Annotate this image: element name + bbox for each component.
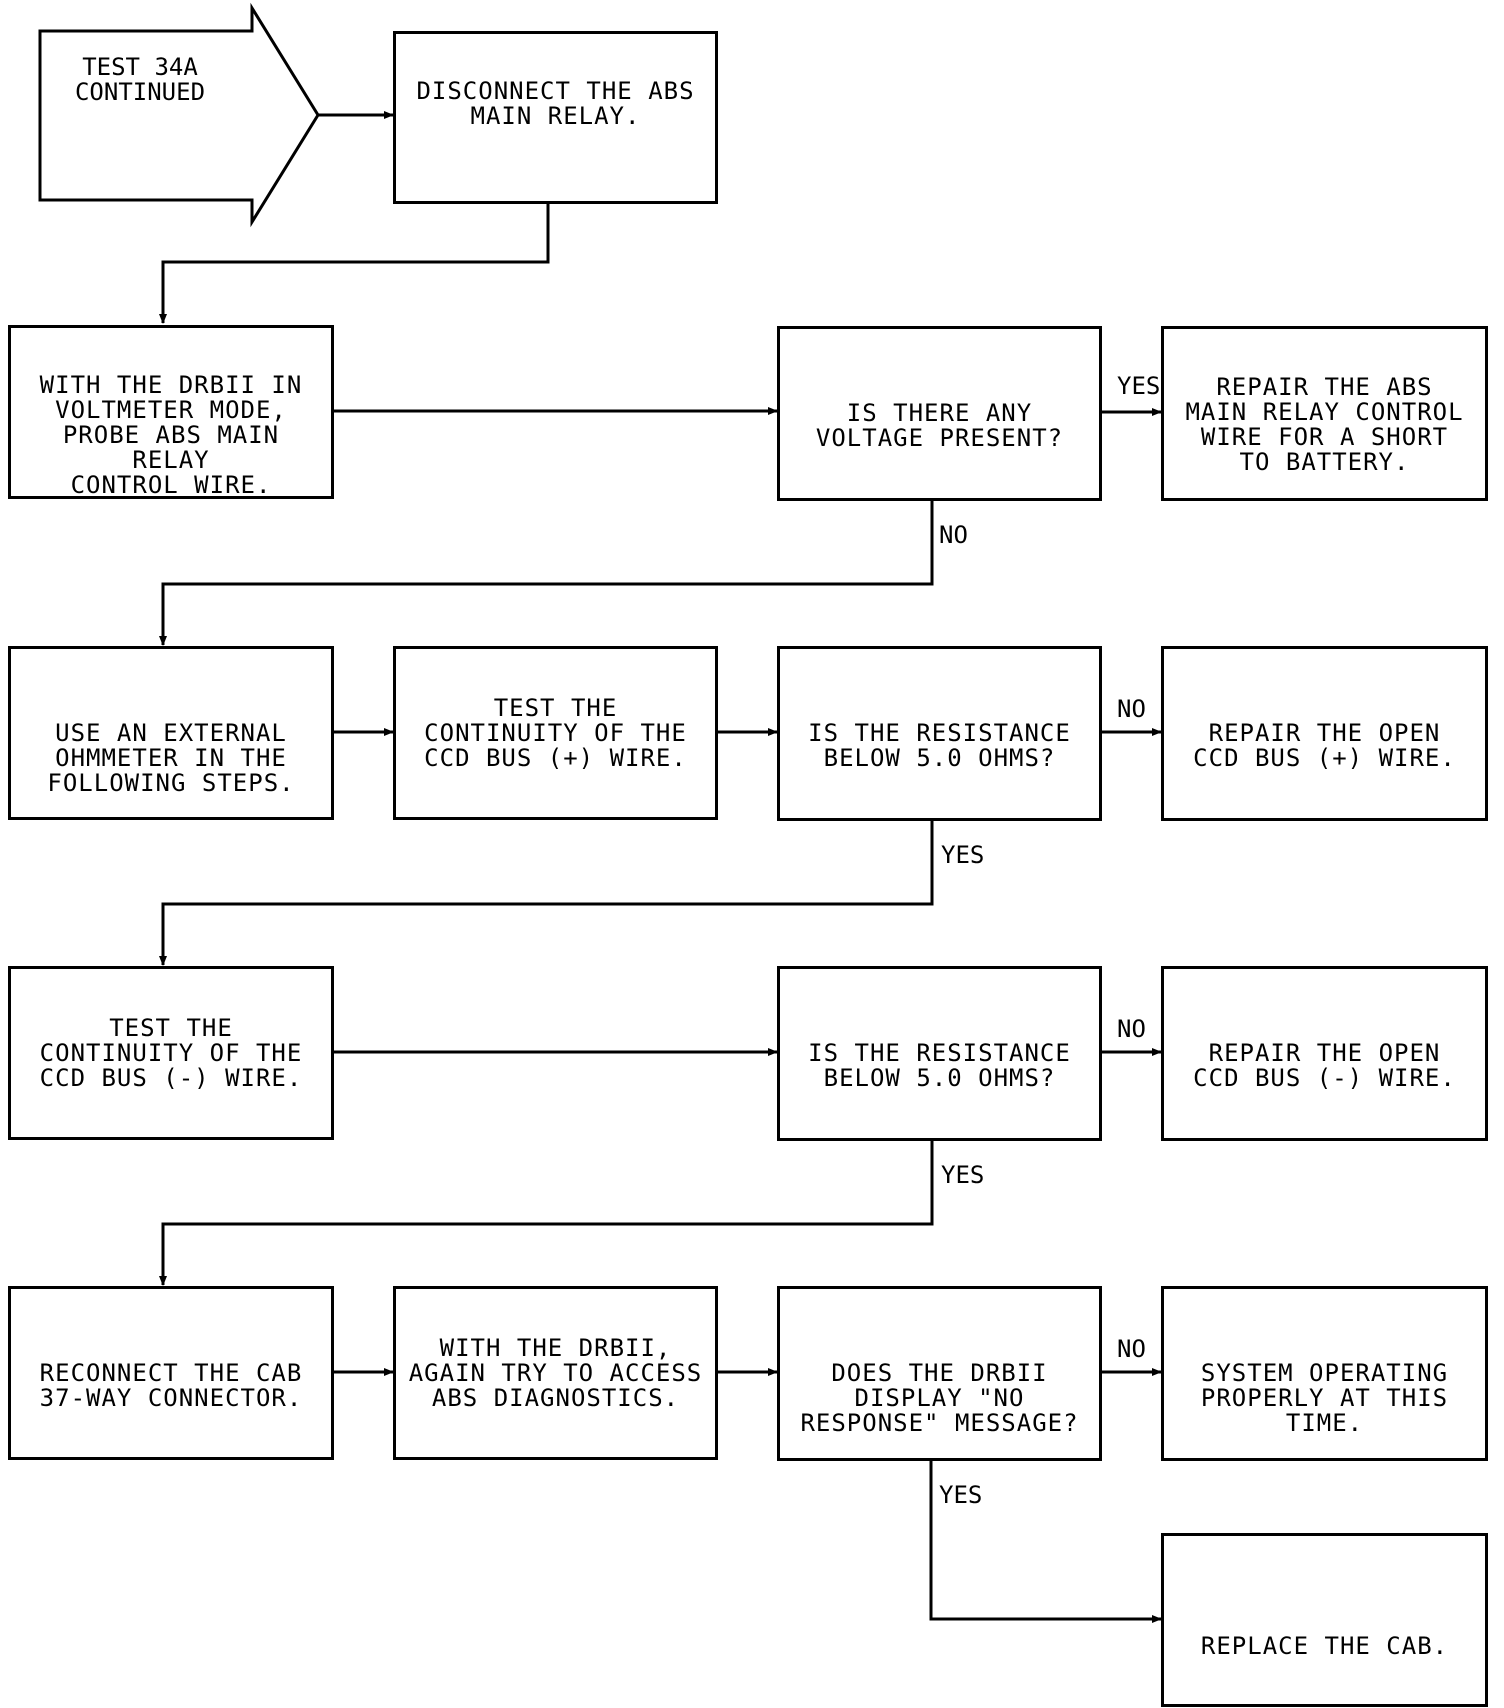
resistance-question-2-text: IS THE RESISTANCE BELOW 5.0 OHMS? bbox=[808, 1039, 1071, 1092]
repair-plus-wire-text: REPAIR THE OPEN CCD BUS (+) WIRE. bbox=[1193, 719, 1456, 772]
test-plus-wire-box: TEST THE CONTINUITY OF THE CCD BUS (+) W… bbox=[393, 646, 718, 820]
repair-short-box: REPAIR THE ABS MAIN RELAY CONTROL WIRE F… bbox=[1161, 326, 1488, 501]
resistance-question-1-text: IS THE RESISTANCE BELOW 5.0 OHMS? bbox=[808, 719, 1071, 772]
repair-short-text: REPAIR THE ABS MAIN RELAY CONTROL WIRE F… bbox=[1185, 373, 1464, 476]
no-response-no-label: NO bbox=[1117, 1335, 1146, 1363]
resistance-question-2-box: IS THE RESISTANCE BELOW 5.0 OHMS? bbox=[777, 966, 1102, 1141]
voltage-no-label: NO bbox=[939, 521, 968, 549]
resistance-question-1-box: IS THE RESISTANCE BELOW 5.0 OHMS? bbox=[777, 646, 1102, 821]
connector-resistance-1-yes bbox=[159, 820, 934, 966]
connector-voltage-no bbox=[159, 500, 934, 646]
test-plus-wire-text: TEST THE CONTINUITY OF THE CCD BUS (+) W… bbox=[424, 694, 687, 772]
no-response-question-box: DOES THE DRBII DISPLAY "NO RESPONSE" MES… bbox=[777, 1286, 1102, 1461]
access-diagnostics-box: WITH THE DRBII, AGAIN TRY TO ACCESS ABS … bbox=[393, 1286, 718, 1460]
access-diagnostics-text: WITH THE DRBII, AGAIN TRY TO ACCESS ABS … bbox=[408, 1334, 703, 1412]
repair-minus-wire-box: REPAIR THE OPEN CCD BUS (-) WIRE. bbox=[1161, 966, 1488, 1141]
reconnect-cab-text: RECONNECT THE CAB 37-WAY CONNECTOR. bbox=[39, 1359, 303, 1412]
connector-no-response-yes bbox=[929, 1460, 1162, 1623]
resistance-1-yes-label: YES bbox=[941, 841, 985, 869]
disconnect-relay-box: DISCONNECT THE ABS MAIN RELAY. bbox=[393, 31, 718, 204]
test-minus-wire-box: TEST THE CONTINUITY OF THE CCD BUS (-) W… bbox=[8, 966, 334, 1140]
voltage-question-text: IS THERE ANY VOLTAGE PRESENT? bbox=[815, 399, 1064, 452]
system-ok-box: SYSTEM OPERATING PROPERLY AT THIS TIME. bbox=[1161, 1286, 1488, 1461]
connector-disconnect-to-probe bbox=[159, 203, 550, 324]
probe-control-wire-text: WITH THE DRBII IN VOLTMETER MODE, PROBE … bbox=[39, 371, 303, 499]
voltage-yes-label: YES bbox=[1117, 372, 1161, 400]
use-ohmmeter-box: USE AN EXTERNAL OHMMETER IN THE FOLLOWIN… bbox=[8, 646, 334, 820]
repair-minus-wire-text: REPAIR THE OPEN CCD BUS (-) WIRE. bbox=[1193, 1039, 1456, 1092]
probe-control-wire-box: WITH THE DRBII IN VOLTMETER MODE, PROBE … bbox=[8, 325, 334, 499]
voltage-question-box: IS THERE ANY VOLTAGE PRESENT? bbox=[777, 326, 1102, 501]
replace-cab-box: REPLACE THE CAB. bbox=[1161, 1533, 1488, 1707]
connector-resistance-2-yes bbox=[159, 1140, 934, 1286]
disconnect-relay-text: DISCONNECT THE ABS MAIN RELAY. bbox=[416, 77, 695, 130]
repair-plus-wire-box: REPAIR THE OPEN CCD BUS (+) WIRE. bbox=[1161, 646, 1488, 821]
resistance-1-no-label: NO bbox=[1117, 695, 1146, 723]
reconnect-cab-box: RECONNECT THE CAB 37-WAY CONNECTOR. bbox=[8, 1286, 334, 1460]
replace-cab-text: REPLACE THE CAB. bbox=[1200, 1632, 1449, 1660]
no-response-question-text: DOES THE DRBII DISPLAY "NO RESPONSE" MES… bbox=[800, 1359, 1079, 1437]
use-ohmmeter-text: USE AN EXTERNAL OHMMETER IN THE FOLLOWIN… bbox=[47, 719, 295, 797]
system-ok-text: SYSTEM OPERATING PROPERLY AT THIS TIME. bbox=[1200, 1359, 1449, 1437]
resistance-2-no-label: NO bbox=[1117, 1015, 1146, 1043]
start-arrow-shape bbox=[38, 2, 320, 228]
start-label: TEST 34A CONTINUED bbox=[74, 53, 206, 106]
no-response-yes-label: YES bbox=[939, 1481, 983, 1509]
resistance-2-yes-label: YES bbox=[941, 1161, 985, 1189]
test-minus-wire-text: TEST THE CONTINUITY OF THE CCD BUS (-) W… bbox=[39, 1014, 303, 1092]
